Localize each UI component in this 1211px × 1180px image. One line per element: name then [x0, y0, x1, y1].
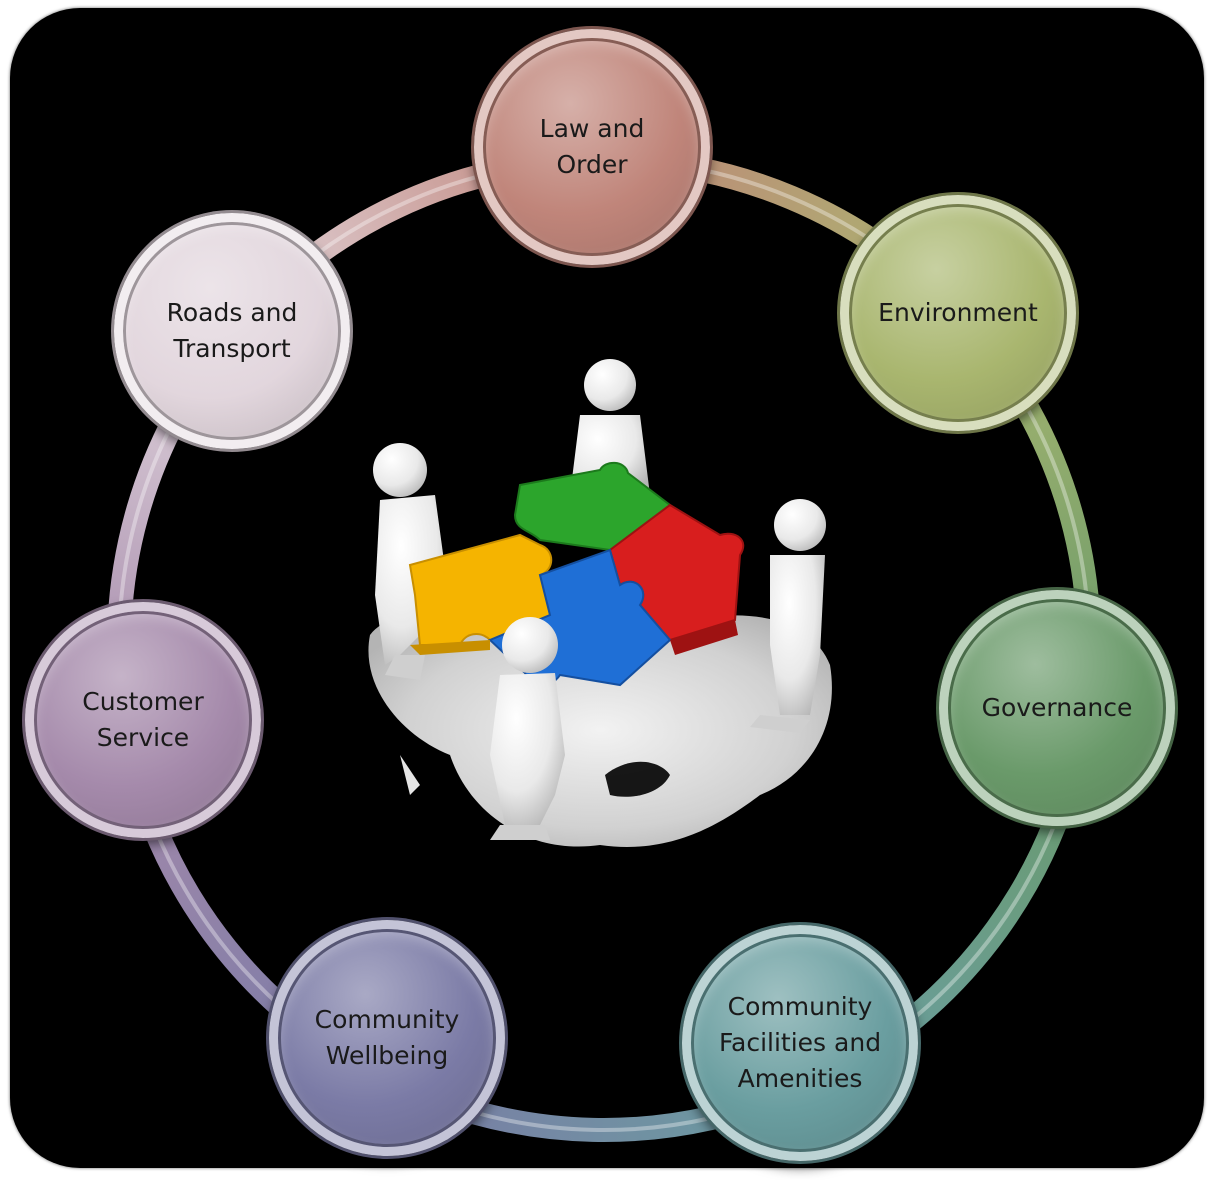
- node-label: Community Facilities and Amenities: [718, 992, 882, 1093]
- node-governance: Governance: [939, 590, 1175, 826]
- figure-front: [490, 617, 565, 840]
- node-law-and-order: Law and Order: [474, 29, 710, 265]
- node-customer-service: Customer Service: [25, 602, 261, 838]
- node-label: Law and Order: [539, 114, 645, 179]
- figure-right: [750, 499, 826, 733]
- node-community-facilities: Community Facilities and Amenities: [682, 925, 918, 1161]
- teamwork-puzzle-illustration: [340, 355, 840, 855]
- node-community-wellbeing: Community Wellbeing: [269, 920, 505, 1156]
- node-label: Community Wellbeing: [314, 1005, 460, 1070]
- node-label: Customer Service: [82, 687, 204, 752]
- node-label: Governance: [981, 693, 1133, 722]
- node-label: Environment: [878, 298, 1038, 327]
- floor-shadow: [368, 613, 832, 847]
- node-label: Roads and Transport: [166, 298, 298, 363]
- node-environment: Environment: [840, 195, 1076, 431]
- node-roads-and-transport: Roads and Transport: [114, 213, 350, 449]
